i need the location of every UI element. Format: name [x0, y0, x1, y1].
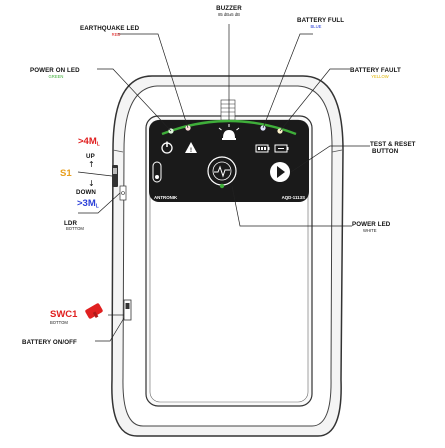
swc1-sub: BOTTOM [50, 320, 68, 325]
battery-fault-icon [274, 144, 289, 153]
s1-switch[interactable] [112, 165, 118, 187]
buzzer-label: BUZZER [216, 5, 242, 12]
power-on-led-label: POWER ON LED [30, 67, 80, 74]
battery-full-icon [255, 144, 270, 153]
ldr-window [152, 161, 162, 183]
battery-fault-label: BATTERY FAULT [350, 67, 401, 74]
test-reset-label-line2: BUTTON [372, 148, 399, 155]
ldr-label: LDR [64, 220, 77, 227]
panel-model: AQD-1113S [282, 195, 306, 200]
power-led-label: POWER LED [352, 221, 391, 228]
sensor-button[interactable] [207, 156, 237, 189]
test-reset-button[interactable] [270, 162, 290, 182]
up-arrow-icon: ↑ [88, 160, 95, 169]
power-led-sub: WHITE [363, 228, 377, 233]
buzzer-alarm-icon [218, 124, 240, 140]
battery-full-sub: BLUE [311, 24, 322, 29]
ldr-sensor [119, 185, 127, 201]
battery-fault-sub: YELLOW [371, 74, 389, 79]
buzzer-grille [220, 99, 236, 121]
power-on-led-sub: GREEN [49, 74, 64, 79]
s1-label: S1 [60, 168, 72, 179]
svg-text:!: ! [190, 148, 192, 154]
battery-switch[interactable] [123, 299, 132, 321]
leader-lines [77, 24, 370, 342]
earthquake-led-label: EARTHQUAKE LED [80, 25, 140, 32]
annotations: BUZZER 85 dB±5 dB EARTHQUAKE LED RED BAT… [22, 5, 416, 346]
up-label: UP [86, 153, 95, 160]
warning-icon: ! [185, 142, 197, 154]
battery-full-label: BATTERY FULL [297, 17, 344, 24]
control-panel: ! ANTRONIK AQD-1113S [149, 119, 309, 202]
down-threshold-value: >3ML [77, 198, 99, 210]
panel-brand: ANTRONIK [154, 195, 178, 200]
buzzer-sub: 85 dB±5 dB [218, 12, 240, 17]
power-icon [161, 141, 173, 154]
battery-on-off-label: BATTERY ON/OFF [22, 339, 77, 346]
up-threshold-value: >4ML [78, 136, 100, 148]
swc1-jumper-icon [85, 303, 103, 319]
earthquake-led-sub: RED [112, 32, 121, 37]
swc1-label: SWC1 [50, 309, 78, 320]
down-arrow-icon: ↓ [88, 179, 95, 188]
ldr-sub: BOTTOM [66, 226, 84, 231]
test-reset-label-line1: TEST & RESET [370, 141, 416, 148]
down-label: DOWN [76, 189, 96, 196]
